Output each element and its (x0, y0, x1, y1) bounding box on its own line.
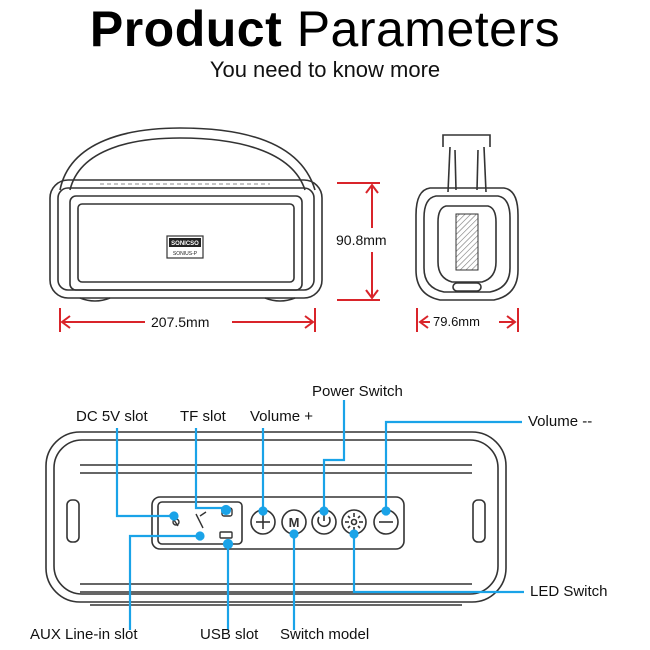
aux-port-icon (195, 511, 207, 529)
title-light: Parameters (296, 1, 561, 57)
volume-plus-label: Volume + (250, 408, 313, 425)
callout-lines (115, 400, 524, 630)
page-title: Product Parameters (0, 0, 650, 58)
power-switch-label: Power Switch (312, 383, 403, 400)
dc-slot-label: DC 5V slot (76, 408, 148, 425)
volume-minus-label: Volume -- (528, 413, 593, 430)
speaker-top-view (45, 431, 507, 606)
height-dimension: 90.8mm (336, 232, 387, 248)
depth-dimension: 79.6mm (433, 314, 480, 329)
led-switch-label: LED Switch (530, 583, 608, 600)
usb-slot-icon (219, 531, 233, 539)
switch-model-label: Switch model (280, 626, 370, 643)
badge-bottom-text: SONIUS-P (173, 251, 198, 257)
badge-top-text: SONICSO (171, 241, 199, 247)
svg-text:M: M (289, 515, 300, 530)
title-bold: Product (89, 1, 283, 57)
speaker-side-view (415, 134, 519, 301)
tf-slot-label: TF slot (180, 408, 226, 425)
usb-slot-label: USB slot (200, 626, 259, 643)
width-dimension: 207.5mm (151, 314, 210, 330)
side-hatch-panel (455, 213, 479, 271)
speaker-front-view (49, 127, 323, 302)
page-subtitle: You need to know more (209, 57, 441, 82)
aux-slot-label: AUX Line-in slot (30, 626, 138, 643)
dimension-lines (59, 182, 519, 332)
brand-badge: SONICSO SONIUS-P (166, 235, 204, 259)
